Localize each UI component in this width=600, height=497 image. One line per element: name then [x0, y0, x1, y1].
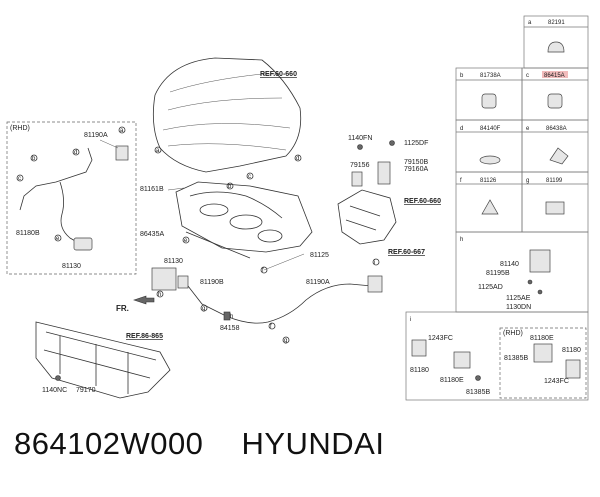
part-label: g	[526, 178, 529, 184]
part-label: 86438A	[546, 126, 567, 132]
part-label: 81180E	[530, 335, 554, 342]
hood-hinge: 1140FN 1125DF 79156 79150B 79160A REF.60…	[337, 135, 441, 256]
label-81180b: 81180B	[16, 230, 40, 237]
part-label: f	[270, 324, 272, 330]
part-label: 81385B	[466, 389, 490, 396]
label-81190b: 81190B	[200, 279, 224, 286]
bumper-stop-part	[547, 93, 563, 109]
latch-part	[73, 237, 93, 251]
part-label: 81738A	[480, 73, 501, 79]
part-label: 81140	[500, 261, 519, 268]
key-a-letter: a	[528, 20, 532, 26]
part-label: e	[526, 126, 530, 132]
part-label: f	[262, 268, 264, 274]
part-number: 864102W000	[14, 426, 204, 461]
front-direction: FR.	[116, 295, 155, 313]
part-label: 81126	[480, 178, 497, 184]
part-label: e	[56, 236, 60, 242]
label-84158: 84158	[220, 325, 240, 332]
fr-arrow-icon	[133, 295, 155, 305]
part-label: 1243FC	[428, 335, 453, 342]
part-label: i	[410, 317, 411, 323]
part-label: 86415A	[544, 73, 565, 79]
label-1140nc: 1140NC	[42, 387, 67, 394]
part-label: b	[460, 73, 464, 79]
parts-key-table: a 82191 b 81738A c 86415A d 84140F e 864…	[405, 15, 589, 401]
part-label: i	[374, 260, 375, 266]
part-label: 81180	[562, 347, 581, 354]
part-label: 81385B	[504, 355, 528, 362]
fr-label: FR.	[116, 304, 129, 313]
part-label: g	[284, 338, 287, 344]
label-81130-center: 81130	[164, 258, 183, 265]
part-label: a	[120, 128, 124, 134]
inner-panel: 81161B 86435A 81125	[140, 181, 329, 274]
part-label: (RHD)	[503, 330, 523, 337]
label-79170: 79170	[76, 387, 96, 394]
label-81125: 81125	[310, 252, 329, 259]
part-label: c	[248, 174, 251, 180]
part-label: a	[156, 148, 160, 154]
callout-letters: a b c d e f g h i a b c d e f g h	[18, 128, 375, 344]
label-81190a-center: 81190A	[306, 279, 330, 286]
part-label: 84140F	[480, 126, 501, 132]
rhd-label: (RHD)	[10, 125, 30, 132]
key-a-part: 82191	[548, 20, 565, 26]
part-label: 81180	[410, 367, 429, 374]
part-label: 1125AD	[478, 284, 503, 291]
part-label: 1125AE	[506, 295, 531, 302]
ref-60-660-hood: REF.60-660	[260, 71, 297, 78]
label-1140fn: 1140FN	[348, 135, 372, 142]
label-81190a-rhd: 81190A	[84, 132, 108, 139]
ref-60-660-hinge: REF.60-660	[404, 198, 441, 205]
label-1125df: 1125DF	[404, 140, 428, 147]
label-79160a: 79160A	[404, 166, 428, 173]
release-handle	[367, 275, 383, 293]
brand-name: HYUNDAI	[241, 426, 385, 461]
part-label: h	[158, 292, 161, 298]
part-label: 81199	[546, 178, 563, 184]
part-label: 1130DN	[506, 304, 531, 311]
release-cable: 81130 81190B 84158 81190A	[151, 258, 383, 344]
part-label: b	[32, 156, 36, 162]
part-footer: 864102W000 HYUNDAI	[14, 426, 384, 462]
part-label: h	[230, 314, 233, 320]
grommet-part	[547, 41, 565, 53]
bumper-stop-part	[481, 93, 497, 109]
part-label: h	[460, 237, 463, 243]
part-label: g	[202, 306, 205, 312]
part-label: 81195B	[486, 270, 510, 277]
bracket-part	[115, 145, 129, 161]
front-support: REF.86-865 1140NC 79170	[35, 321, 171, 399]
label-86435a: 86435A	[140, 231, 164, 238]
ref-86-865: REF.86-865	[126, 333, 163, 340]
part-label: d	[460, 126, 463, 132]
part-label: 81180E	[440, 377, 464, 384]
part-label: b	[228, 184, 232, 190]
label-81161b: 81161B	[140, 186, 164, 193]
rhd-inset: (RHD) 81190A 81180B 81130	[6, 121, 137, 275]
ref-60-667: REF.60-667	[388, 249, 425, 256]
label-79150b: 79150B	[404, 159, 428, 166]
part-label: d	[296, 156, 299, 162]
part-label: c	[18, 176, 21, 182]
part-label: 1243FC	[544, 378, 569, 385]
label-79156: 79156	[350, 162, 370, 169]
part-label: e	[184, 238, 188, 244]
hood-latch	[151, 267, 177, 291]
hood-panel: REF.60-660	[152, 57, 302, 190]
part-label: f	[460, 178, 462, 184]
part-label: c	[526, 73, 529, 79]
part-label: d	[74, 150, 77, 156]
label-81130-rhd: 81130	[62, 263, 81, 270]
